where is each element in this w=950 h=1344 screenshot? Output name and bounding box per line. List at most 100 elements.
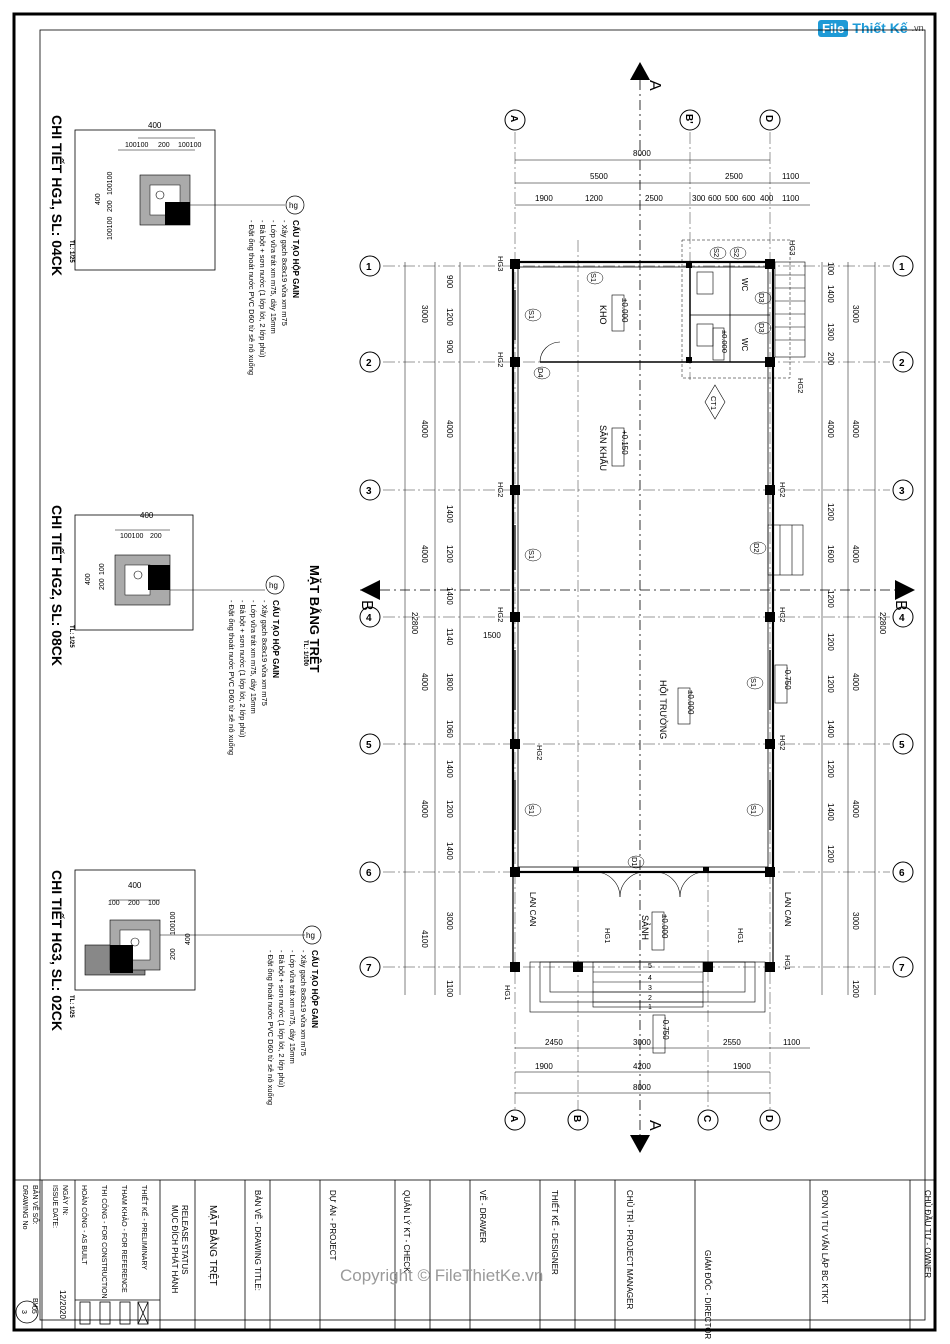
room-hall: HỘI TRƯỜNG [658,680,668,739]
svg-text:100100: 100100 [107,217,114,240]
svg-text:4000: 4000 [420,545,429,563]
svg-text:HG2: HG2 [496,607,505,622]
tb-consultant: ĐƠN VỊ TƯ VẤN LẬP BC KTKT [820,1190,830,1304]
svg-text:C: C [701,1115,712,1122]
svg-text:S2: S2 [712,248,721,257]
svg-text:22800: 22800 [878,612,887,635]
svg-text:100100: 100100 [170,912,177,935]
svg-text:900: 900 [445,340,454,354]
svg-text:HG1: HG1 [783,955,792,970]
svg-text:1900: 1900 [535,194,553,203]
svg-text:D1: D1 [630,857,639,867]
svg-text:D4: D4 [536,368,545,378]
svg-text:+0.150: +0.150 [620,430,629,455]
svg-text:1: 1 [366,262,372,273]
svg-text:D: D [763,115,774,122]
grid-bubbles: A B' D A B C D 1 2 3 4 5 6 7 1 2 3 4 5 6… [359,109,914,1131]
top-dimensions [515,159,810,206]
svg-text:1900: 1900 [535,1062,553,1071]
tb-purpose: MỤC ĐÍCH PHÁT HÀNH [170,1205,179,1294]
svg-text:- Lớp vữa trát xm m75, dày 15m: - Lớp vữa trát xm m75, dày 15mm [269,220,278,334]
tb-owner: CHỦ ĐẦU TƯ - OWNER [923,1190,933,1278]
svg-text:5500: 5500 [590,172,608,181]
tb-designer: THIẾT KẾ - DESIGNER [550,1190,560,1275]
gain-tag-circle-1 [285,195,305,215]
svg-text:200: 200 [107,200,114,212]
svg-text:B: B [571,1115,582,1122]
svg-text:HG3: HG3 [496,256,505,271]
level-ext-right: -0.750 [783,667,792,690]
svg-text:S1: S1 [749,805,758,814]
svg-text:4100: 4100 [420,930,429,948]
svg-text:1600: 1600 [826,545,835,563]
svg-text:1100: 1100 [782,194,800,203]
detail-hg2-title: CHI TIẾT HG2, SL: 08CK [49,505,65,666]
svg-text:S1: S1 [749,678,758,687]
sheet-border-inner [39,29,926,1321]
svg-text:400: 400 [760,194,774,203]
room-lobby: SẢNH [640,915,651,940]
svg-text:2500: 2500 [725,172,743,181]
svg-text:5: 5 [899,740,905,751]
svg-text:400: 400 [95,193,102,205]
svg-text:HG3: HG3 [788,240,797,255]
svg-text:NGÀY IN:: NGÀY IN: [61,1185,70,1216]
svg-text:600: 600 [708,194,722,203]
svg-text:HG2: HG2 [796,378,805,393]
svg-text:BẢN VẼ SỐ:: BẢN VẼ SỐ: [31,1185,41,1225]
svg-text:HG1: HG1 [503,985,512,1000]
svg-text:400: 400 [140,511,154,520]
tb-drawing-title: MẶT BẰNG TRỆT [207,1205,220,1286]
svg-text:1800: 1800 [445,673,454,691]
detail-hg1-title: CHI TIẾT HG1, SL: 04CK [49,115,65,276]
tb-dwg-total: 3 [20,1310,27,1314]
svg-text:200: 200 [128,900,140,907]
svg-text:S1: S1 [589,273,598,282]
room-stage: SÂN KHẤU [598,425,608,471]
detail-hg3-scale: TL: 1/25 [68,995,74,1018]
svg-text:A: A [508,115,519,122]
detail-hg3: 400 100 200 100 400 100100 200 CHI TIẾT … [49,869,322,1105]
svg-text:B': B' [683,114,694,124]
svg-text:1400: 1400 [445,842,454,860]
svg-text:- Bả bột + sơn nước (1 lớp lót: - Bả bột + sơn nước (1 lớp lót, 2 lớp ph… [258,220,267,358]
svg-text:HG2: HG2 [778,482,787,497]
svg-text:3: 3 [366,486,372,497]
room-wc-1: WC [740,278,749,292]
svg-text:2500: 2500 [645,194,663,203]
hg1-dim-top-total: 400 [148,121,162,130]
svg-text:A: A [508,1115,519,1122]
svg-text:4000: 4000 [851,420,860,438]
svg-text:CẤU TẠO HỘP GAIN: CẤU TẠO HỘP GAIN [310,950,320,1028]
svg-text:200: 200 [99,578,106,590]
tb-dwg-num: 05 [30,1306,37,1314]
svg-text:- Đặt ống thoát nước PVC D60 t: - Đặt ống thoát nước PVC D60 từ sê nô xu… [247,220,256,375]
svg-text:- Lớp vữa trát xm m75, dày 15m: - Lớp vữa trát xm m75, dày 15mm [288,950,297,1064]
floor-plan [360,80,905,1150]
room-wc-2: WC [740,338,749,352]
detail-hg3-title: CHI TIẾT HG3, SL: 02CK [49,870,65,1031]
svg-text:±0.000: ±0.000 [720,330,729,353]
svg-text:1100: 1100 [782,172,800,181]
svg-text:100: 100 [108,900,120,907]
svg-text:D2: D2 [752,543,761,553]
opening-tags: S1 S1 S1 S1 S1 S1 S2 S2 D3 D3 D4 D2 D1 C… [524,246,772,869]
svg-text:1200: 1200 [826,633,835,651]
svg-text:3: 3 [648,985,652,992]
gain-tag-1: hg [289,201,298,210]
svg-text:1400: 1400 [445,587,454,605]
svg-text:22800: 22800 [410,612,419,635]
svg-text:4: 4 [366,613,372,624]
svg-text:500: 500 [725,194,739,203]
tb-status-construction: THI CÔNG - FOR CONSTRUCTION [100,1185,109,1299]
svg-text:hg: hg [306,931,315,940]
svg-text:HG2: HG2 [778,607,787,622]
svg-text:300: 300 [692,194,706,203]
title-block [13,1179,936,1331]
svg-text:600: 600 [742,194,756,203]
svg-text:4000: 4000 [851,545,860,563]
svg-text:400: 400 [185,933,192,945]
svg-text:1300: 1300 [826,323,835,341]
tb-check: QUẢN LÝ KT - CHECK [402,1190,411,1273]
svg-text:8000: 8000 [633,1083,651,1092]
